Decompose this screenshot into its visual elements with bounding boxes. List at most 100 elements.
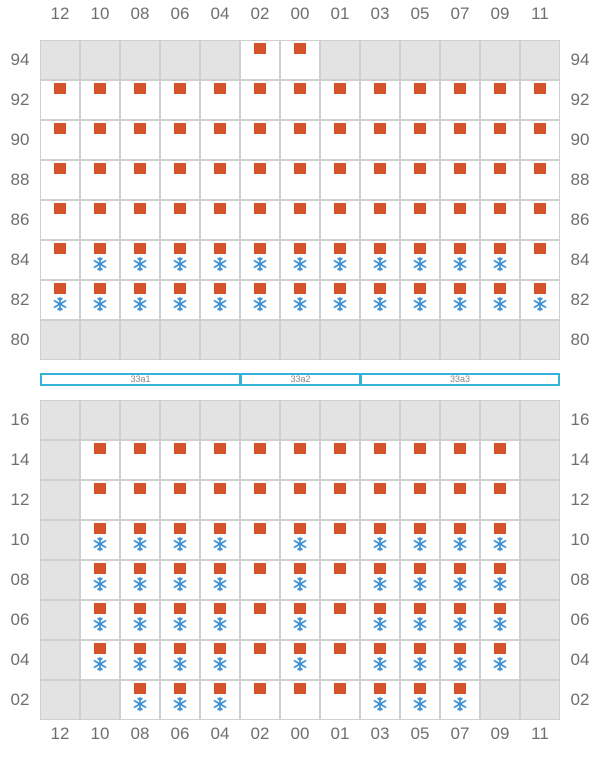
container-marker xyxy=(94,443,106,454)
row-label-right-lower-14: 14 xyxy=(570,450,590,469)
snowflake-icon xyxy=(132,256,148,272)
container-marker xyxy=(414,483,426,494)
slot-cell-upper-80-09 xyxy=(480,320,520,360)
slot-cell-lower-02-10 xyxy=(80,680,120,720)
snowflake-icon xyxy=(92,576,108,592)
row-label-left-upper-90: 90 xyxy=(10,130,30,149)
slot-cell-lower-10-11 xyxy=(520,520,560,560)
container-marker xyxy=(374,283,386,294)
snowflake-icon xyxy=(372,536,388,552)
snowflake-icon xyxy=(172,656,188,672)
slot-cell-lower-16-07 xyxy=(440,400,480,440)
slot-cell-lower-16-03 xyxy=(360,400,400,440)
container-marker xyxy=(294,203,306,214)
snowflake-icon xyxy=(212,696,228,712)
container-marker xyxy=(334,643,346,654)
container-marker xyxy=(174,563,186,574)
container-marker xyxy=(254,163,266,174)
column-label-top-08: 08 xyxy=(130,4,150,23)
slot-cell-upper-80-00 xyxy=(280,320,320,360)
container-marker xyxy=(174,603,186,614)
container-marker xyxy=(374,483,386,494)
container-marker xyxy=(174,123,186,134)
snowflake-icon xyxy=(132,536,148,552)
snowflake-icon xyxy=(292,576,308,592)
container-marker xyxy=(414,203,426,214)
slot-cell-upper-80-03 xyxy=(360,320,400,360)
container-marker xyxy=(374,603,386,614)
container-marker xyxy=(254,603,266,614)
row-label-left-lower-08: 08 xyxy=(10,570,30,589)
slot-cell-upper-94-06 xyxy=(160,40,200,80)
column-label-bottom-07: 07 xyxy=(450,724,470,743)
snowflake-icon xyxy=(92,656,108,672)
column-label-bottom-06: 06 xyxy=(170,724,190,743)
snowflake-icon xyxy=(292,656,308,672)
slot-cell-upper-80-08 xyxy=(120,320,160,360)
container-marker xyxy=(134,83,146,94)
container-marker xyxy=(214,563,226,574)
row-label-right-upper-86: 86 xyxy=(570,210,590,229)
column-label-bottom-10: 10 xyxy=(90,724,110,743)
container-marker xyxy=(334,243,346,254)
snowflake-icon xyxy=(412,256,428,272)
column-label-top-06: 06 xyxy=(170,4,190,23)
slot-cell-lower-02-12 xyxy=(40,680,80,720)
container-marker xyxy=(214,83,226,94)
container-marker xyxy=(134,203,146,214)
container-marker xyxy=(174,483,186,494)
container-marker xyxy=(414,83,426,94)
container-marker xyxy=(94,563,106,574)
row-label-left-upper-80: 80 xyxy=(10,330,30,349)
snowflake-icon xyxy=(492,576,508,592)
container-marker xyxy=(414,683,426,694)
slot-cell-lower-16-05 xyxy=(400,400,440,440)
slot-cell-lower-14-11 xyxy=(520,440,560,480)
snowflake-icon xyxy=(92,536,108,552)
container-marker xyxy=(254,203,266,214)
container-marker xyxy=(454,83,466,94)
snowflake-icon xyxy=(172,616,188,632)
snowflake-icon xyxy=(452,256,468,272)
container-marker xyxy=(214,483,226,494)
column-label-bottom-08: 08 xyxy=(130,724,150,743)
container-marker xyxy=(454,163,466,174)
snowflake-icon xyxy=(92,256,108,272)
container-marker xyxy=(294,643,306,654)
row-label-left-lower-04: 04 xyxy=(10,650,30,669)
column-label-top-01: 01 xyxy=(330,4,350,23)
container-marker xyxy=(294,43,306,54)
container-marker xyxy=(454,683,466,694)
container-marker xyxy=(134,483,146,494)
container-marker xyxy=(334,443,346,454)
snowflake-icon xyxy=(452,576,468,592)
container-marker xyxy=(534,83,546,94)
container-marker xyxy=(494,563,506,574)
slot-cell-lower-06-02 xyxy=(240,600,280,640)
slot-cell-upper-92-02 xyxy=(240,80,280,120)
container-marker xyxy=(334,123,346,134)
slot-cell-upper-94-04 xyxy=(200,40,240,80)
snowflake-icon xyxy=(332,256,348,272)
slot-cell-upper-94-10 xyxy=(80,40,120,80)
column-label-top-10: 10 xyxy=(90,4,110,23)
container-marker xyxy=(214,603,226,614)
container-marker xyxy=(374,123,386,134)
container-marker xyxy=(414,243,426,254)
slot-cell-lower-16-00 xyxy=(280,400,320,440)
slot-cell-upper-94-11 xyxy=(520,40,560,80)
row-label-right-lower-04: 04 xyxy=(570,650,590,669)
slot-cell-lower-16-09 xyxy=(480,400,520,440)
row-label-left-upper-84: 84 xyxy=(10,250,30,269)
container-marker xyxy=(214,243,226,254)
container-marker xyxy=(174,83,186,94)
container-marker xyxy=(374,523,386,534)
slot-cell-lower-08-11 xyxy=(520,560,560,600)
container-marker xyxy=(254,283,266,294)
container-marker xyxy=(254,483,266,494)
container-marker xyxy=(494,523,506,534)
snowflake-icon xyxy=(212,656,228,672)
column-label-bottom-00: 00 xyxy=(290,724,310,743)
container-marker xyxy=(174,283,186,294)
snowflake-icon xyxy=(412,696,428,712)
